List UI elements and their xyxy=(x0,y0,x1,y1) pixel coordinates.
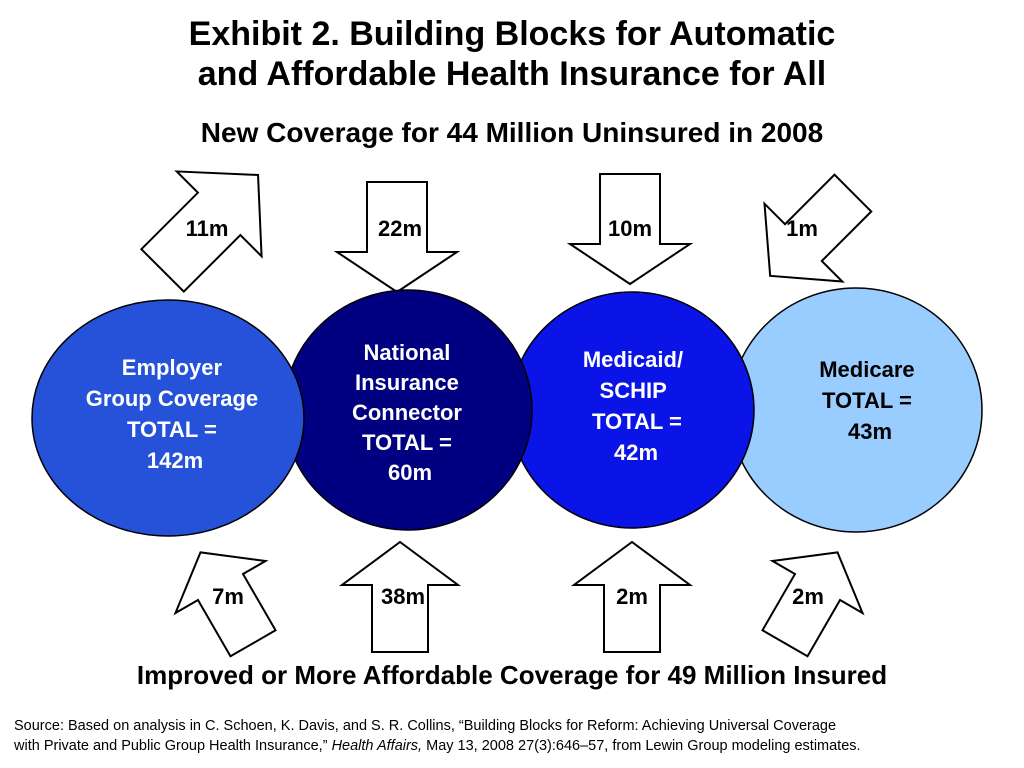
medicaid-label: Medicaid/ SCHIP TOTAL = 42m xyxy=(583,347,689,465)
top-arrow-label-medicare: 1m xyxy=(786,216,818,241)
medicaid-label-line: Medicaid/ xyxy=(583,347,683,372)
medicaid-label-line: TOTAL = xyxy=(592,409,682,434)
bottom-heading: Improved or More Affordable Coverage for… xyxy=(136,660,888,690)
title-line-2: and Affordable Health Insurance for All xyxy=(197,55,827,93)
employer-label-line: TOTAL = xyxy=(127,417,217,442)
top-arrow-employer xyxy=(139,170,263,294)
medicaid-label-line: SCHIP xyxy=(600,378,667,403)
employer-label-line: Employer xyxy=(122,355,223,380)
bottom-arrow-medicaid xyxy=(570,540,694,653)
source-line-2-pre: with Private and Public Group Health Ins… xyxy=(14,738,332,754)
medicare-label-line: TOTAL = xyxy=(822,388,912,413)
medicare-label-line: 43m xyxy=(848,419,892,444)
subtitle: New Coverage for 44 Million Uninsured in… xyxy=(200,117,824,148)
connector-label-line: TOTAL = xyxy=(362,430,452,455)
bottom-arrow-label-medicaid: 2m xyxy=(616,584,648,609)
top-arrow-label-employer: 11m xyxy=(186,216,229,241)
source-journal: Health Affairs, xyxy=(331,738,423,754)
source-line-1: Source: Based on analysis in C. Schoen, … xyxy=(14,718,837,734)
bottom-arrow-label-employer: 7m xyxy=(212,584,244,609)
employer-label: Employer Group Coverage TOTAL = 142m xyxy=(86,355,265,473)
top-arrow-connector xyxy=(333,181,461,294)
medicare-label-line: Medicare xyxy=(819,357,914,382)
bottom-arrow-employer xyxy=(173,551,277,658)
connector-label-line: National xyxy=(364,340,451,365)
employer-label-line: Group Coverage xyxy=(86,386,258,411)
top-arrow-label-connector: 22m xyxy=(378,216,422,241)
bottom-arrow-label-connector: 38m xyxy=(381,584,425,609)
source-line-2-post: May 13, 2008 27(3):646–57, from Lewin Gr… xyxy=(422,738,861,754)
connector-label: National Insurance Connector TOTAL = 60m xyxy=(352,340,468,485)
bottom-arrow-label-medicare: 2m xyxy=(792,584,824,609)
connector-label-line: Connector xyxy=(352,400,462,425)
connector-label-line: Insurance xyxy=(355,370,459,395)
source-note: Source: Based on analysis in C. Schoen, … xyxy=(14,716,1014,756)
top-arrow-medicare xyxy=(763,173,873,283)
medicare-label: Medicare TOTAL = 43m xyxy=(819,357,921,444)
source-line-2: with Private and Public Group Health Ins… xyxy=(14,736,1014,756)
top-arrow-label-medicaid: 10m xyxy=(608,216,652,241)
connector-label-line: 60m xyxy=(388,460,432,485)
medicaid-label-line: 42m xyxy=(614,440,658,465)
top-arrow-medicaid xyxy=(566,173,694,286)
circle-employer xyxy=(31,299,305,537)
title-line-1: Exhibit 2. Building Blocks for Automatic xyxy=(188,15,836,53)
exhibit-title: Exhibit 2. Building Blocks for Automatic… xyxy=(0,14,1024,94)
bottom-arrow-medicare xyxy=(761,551,865,658)
employer-label-line: 142m xyxy=(147,448,203,473)
bottom-arrow-connector xyxy=(338,540,462,653)
